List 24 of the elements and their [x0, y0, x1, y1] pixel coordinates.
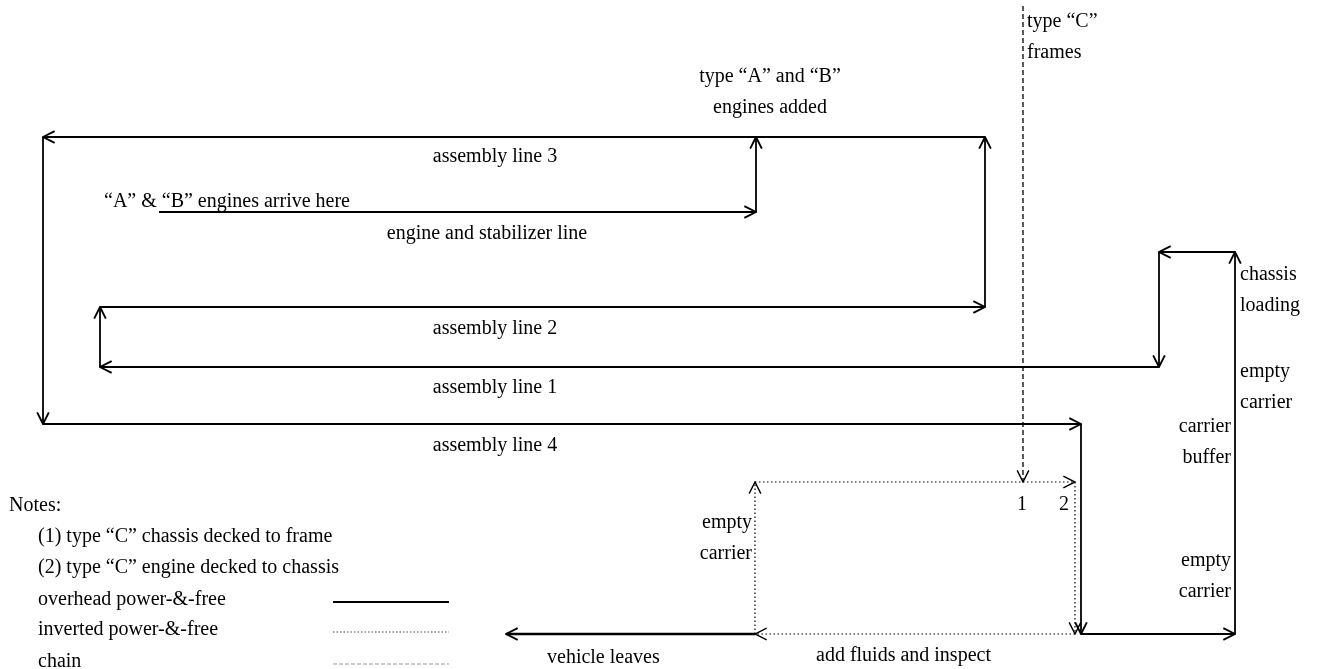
- conveyor-arrow: [1016, 5, 1030, 483]
- line-label: assembly line 1: [432, 375, 558, 397]
- station-number: 2: [1059, 492, 1069, 514]
- station-label: empty carrier: [1178, 548, 1231, 601]
- frame-label: type “C” frames: [1027, 9, 1098, 62]
- line-label: assembly line 3: [432, 144, 558, 166]
- station-label: add fluids and inspect: [816, 643, 991, 665]
- station-number: 1: [1017, 492, 1027, 514]
- station-label: vehicle leaves: [547, 645, 660, 667]
- station-label: carrier buffer: [1178, 414, 1231, 467]
- station-label: chassis loading: [1240, 262, 1300, 315]
- legend-text: overhead power-&-free: [38, 587, 226, 609]
- station-label: “A” & “B” engines arrive here: [104, 189, 350, 211]
- legend-text: chain: [38, 649, 82, 669]
- station-label: empty carrier: [1240, 359, 1293, 412]
- notes-heading: Notes:: [9, 493, 62, 515]
- line-label: assembly line 2: [432, 316, 558, 338]
- station-label: type “A” and “B” engines added: [699, 64, 841, 117]
- legend-text: inverted power-&-free: [38, 617, 219, 639]
- line-label: engine and stabilizer line: [386, 221, 588, 243]
- note-text: (1) type “C” chassis decked to frame: [38, 524, 333, 546]
- line-label: assembly line 4: [432, 433, 558, 455]
- note-text: (2) type “C” engine decked to chassis: [38, 555, 339, 577]
- station-label: empty carrier: [699, 510, 752, 563]
